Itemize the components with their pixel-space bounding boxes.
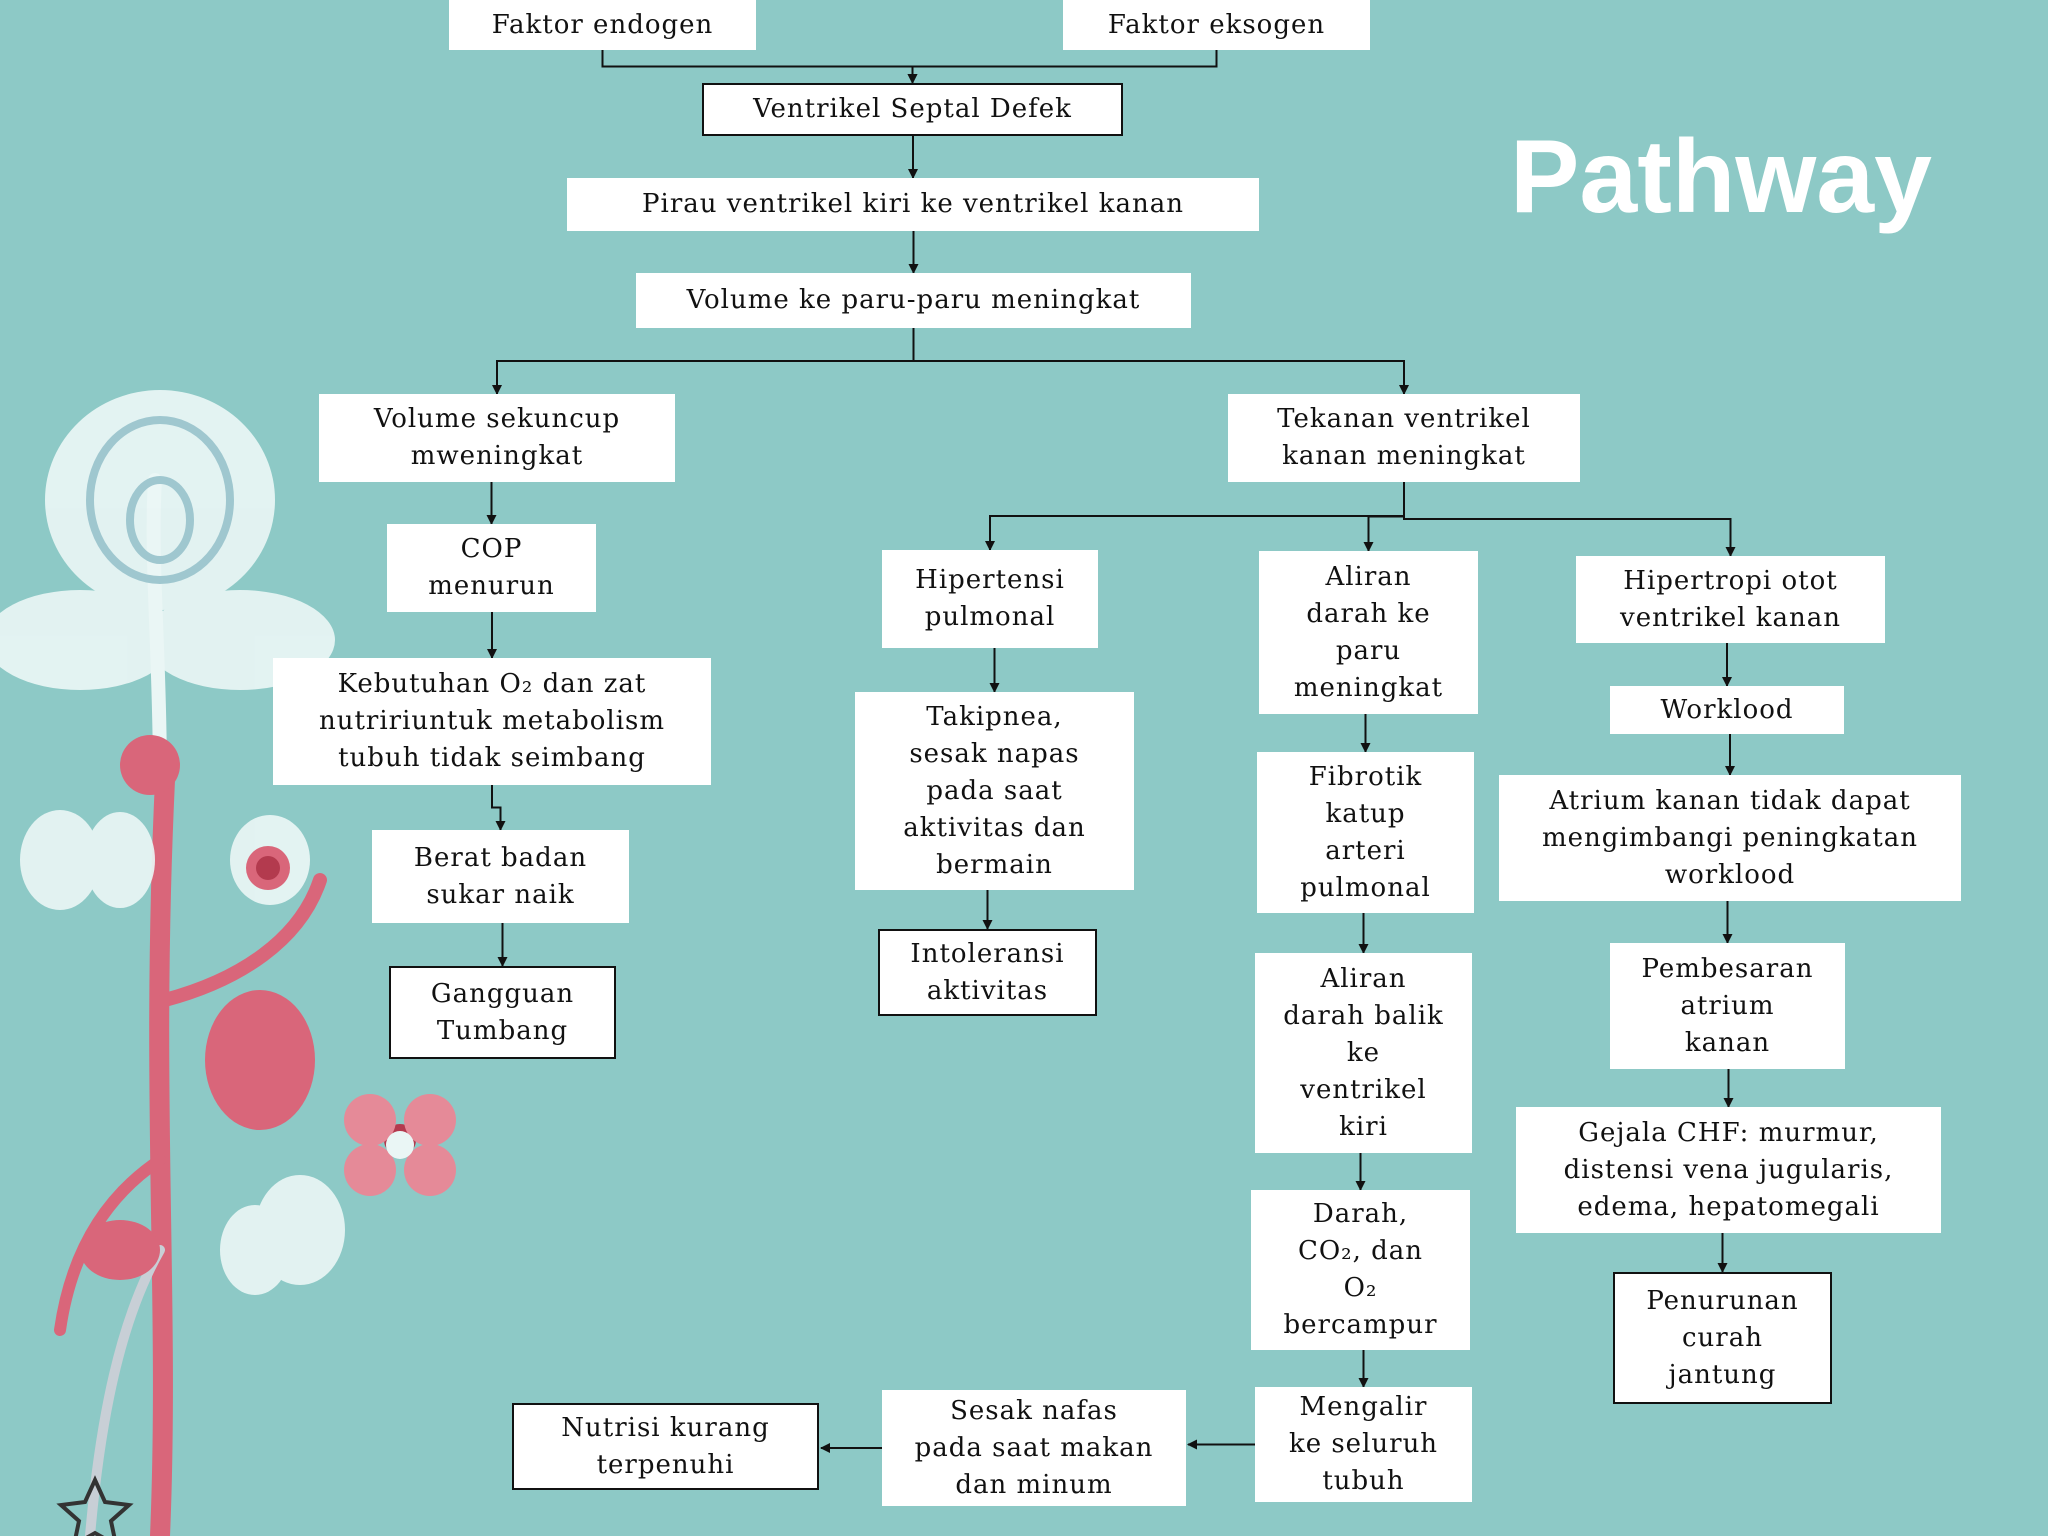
node-mengalir-seluruh-tubuh: Mengalir ke seluruh tubuh bbox=[1255, 1387, 1472, 1502]
node-fibrotik-katup: Fibrotik katup arteri pulmonal bbox=[1257, 752, 1474, 913]
node-ventrikel-septal-defek: Ventrikel Septal Defek bbox=[702, 83, 1123, 136]
node-cop-menurun: COP menurun bbox=[387, 524, 596, 612]
node-aliran-darah-balik: Aliran darah balik ke ventrikel kiri bbox=[1255, 953, 1472, 1153]
node-volume-sekuncup: Volume sekuncup mweningkat bbox=[319, 394, 675, 482]
node-hipertensi-pulmonal: Hipertensi pulmonal bbox=[882, 550, 1098, 648]
node-tekanan-ventrikel-kanan: Tekanan ventrikel kanan meningkat bbox=[1228, 394, 1580, 482]
node-worklood: Worklood bbox=[1610, 686, 1844, 734]
node-aliran-darah-paru: Aliran darah ke paru meningkat bbox=[1259, 551, 1478, 714]
node-gangguan-tumbang: Gangguan Tumbang bbox=[389, 966, 616, 1059]
node-hipertropi-otot: Hipertropi otot ventrikel kanan bbox=[1576, 556, 1885, 643]
node-volume-paru-meningkat: Volume ke paru-paru meningkat bbox=[636, 273, 1191, 328]
node-berat-badan: Berat badan sukar naik bbox=[372, 830, 629, 923]
node-penurunan-curah-jantung: Penurunan curah jantung bbox=[1613, 1272, 1832, 1404]
node-darah-bercampur: Darah, CO₂, dan O₂ bercampur bbox=[1251, 1190, 1470, 1350]
node-atrium-kanan: Atrium kanan tidak dapat mengimbangi pen… bbox=[1499, 775, 1961, 901]
node-faktor-eksogen: Faktor eksogen bbox=[1063, 0, 1370, 50]
node-faktor-endogen: Faktor endogen bbox=[449, 0, 756, 50]
node-nutrisi-kurang: Nutrisi kurang terpenuhi bbox=[512, 1403, 819, 1490]
page-title: Pathway bbox=[1510, 119, 1932, 235]
node-gejala-chf: Gejala CHF: murmur, distensi vena jugula… bbox=[1516, 1107, 1941, 1233]
node-kebutuhan-o2: Kebutuhan O₂ dan zat nutririuntuk metabo… bbox=[273, 658, 711, 785]
node-intoleransi-aktivitas: Intoleransi aktivitas bbox=[878, 929, 1097, 1016]
node-takipnea: Takipnea, sesak napas pada saat aktivita… bbox=[855, 692, 1134, 890]
node-sesak-nafas-makan: Sesak nafas pada saat makan dan minum bbox=[882, 1390, 1186, 1506]
node-pembesaran-atrium: Pembesaran atrium kanan bbox=[1610, 943, 1845, 1069]
node-pirau-ventrikel: Pirau ventrikel kiri ke ventrikel kanan bbox=[567, 178, 1259, 231]
